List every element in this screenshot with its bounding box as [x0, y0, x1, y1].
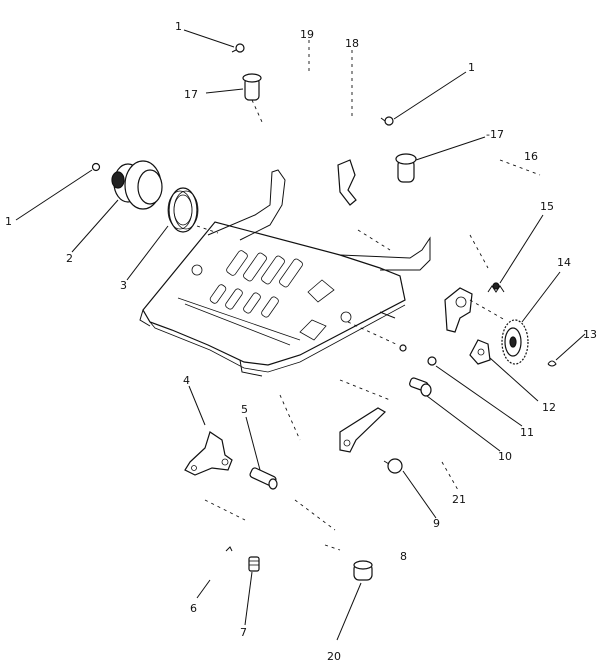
callout-3: 3: [120, 279, 127, 292]
part-17-pin-right: [395, 153, 417, 183]
part-17-pin-left: [242, 73, 262, 101]
callout-1-right: 1: [468, 61, 475, 74]
callout-5: 5: [241, 403, 248, 416]
part-3-coil: [167, 187, 199, 233]
callout-labels: 1 19 18 1 17 -17 16 1 2 3 15 14 13 12 11…: [5, 20, 597, 663]
callout-4: 4: [183, 374, 190, 387]
callout-11: 11: [520, 426, 534, 439]
part-20-bushing: [353, 560, 373, 581]
part-12-link: [469, 339, 491, 365]
part-10-screw: [409, 377, 432, 397]
part-16-bracket: [444, 287, 473, 333]
callout-1-left: 1: [5, 215, 12, 228]
part-13-clip: [547, 360, 557, 367]
part-11-nut: [399, 344, 437, 366]
part-7-spring: [248, 556, 260, 572]
callout-14: 14: [557, 256, 571, 269]
callout-19: 19: [300, 28, 314, 41]
callout-21: 21: [452, 493, 466, 506]
part-21-lever-arm: [339, 407, 386, 453]
part-5-pin: [249, 467, 278, 490]
callout-18: 18: [345, 37, 359, 50]
callout-10: 10: [498, 450, 512, 463]
chassis-frame: [139, 169, 431, 377]
callout-8: 8: [400, 550, 407, 563]
alignment-lines: [196, 40, 541, 551]
part-1-screw-right: [380, 116, 394, 126]
part-1-screw-left: [91, 162, 101, 172]
callout-2: 2: [66, 252, 73, 265]
callout-6: 6: [190, 602, 197, 615]
part-4-bracket: [184, 431, 233, 476]
part-1-screw-top: [231, 43, 245, 53]
callout-16: 16: [524, 150, 538, 163]
callout-17-right: -17: [486, 128, 504, 141]
callout-9: 9: [433, 517, 440, 530]
callout-20: 20: [327, 650, 341, 663]
part-14-gear: [501, 319, 529, 365]
part-9-screw: [383, 458, 403, 474]
callout-17-left: 17: [184, 88, 198, 101]
part-2-roller-hub: [111, 160, 163, 210]
callout-7: 7: [240, 626, 247, 639]
leader-lines: [15, 29, 586, 641]
chassis-slots: [209, 250, 335, 341]
part-18-lever: [337, 159, 357, 206]
callout-1-top: 1: [175, 20, 182, 33]
part-6-clip: [225, 546, 233, 552]
part-15-spring: [487, 282, 505, 293]
callout-15: 15: [540, 200, 554, 213]
callout-12: 12: [542, 401, 556, 414]
callout-13: 13: [583, 328, 597, 341]
